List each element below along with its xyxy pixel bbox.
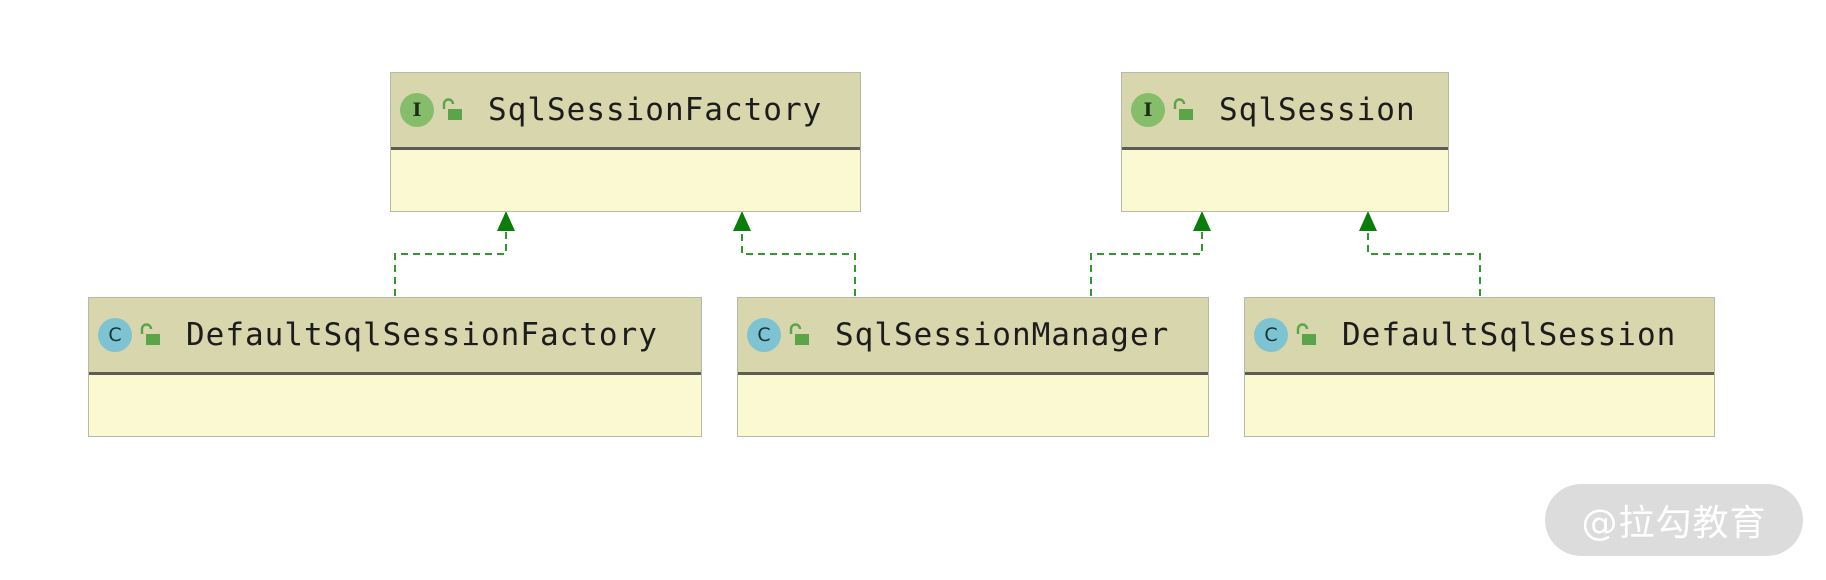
node-header: C DefaultSqlSession [1245,298,1714,375]
node-defaultsqlsessionfactory[interactable]: C DefaultSqlSessionFactory [88,297,702,437]
arrowhead [1359,211,1377,231]
class-badge-icon: C [1254,318,1288,352]
arrowhead [497,211,515,231]
unlocked-padlock-icon [140,323,160,345]
node-header: C DefaultSqlSessionFactory [89,298,701,375]
node-label: DefaultSqlSessionFactory [186,317,658,353]
edge-sqlsessionmanager-sqlsession [1090,211,1211,296]
arrowhead [1193,211,1211,231]
node-header: I SqlSessionFactory [391,73,860,150]
node-header: I SqlSession [1122,73,1448,150]
node-label: SqlSessionFactory [488,92,823,128]
interface-badge-icon: I [400,93,434,127]
unlocked-padlock-icon [442,98,462,120]
edge-defaultsqlsession-sqlsession [1359,211,1481,296]
node-sqlsessionfactory[interactable]: I SqlSessionFactory [390,72,861,212]
node-label: SqlSession [1219,92,1416,128]
unlocked-padlock-icon [1173,98,1193,120]
watermark-badge: @拉勾教育 [1545,484,1803,556]
node-header: C SqlSessionManager [738,298,1208,375]
edge-sqlsessionmanager-sqlsessionfactory [733,211,856,296]
edge-defaultsqlsessionfactory-sqlsessionfactory [394,211,515,296]
node-label: DefaultSqlSession [1342,317,1677,353]
watermark-text: @拉勾教育 [1581,503,1767,544]
unlocked-padlock-icon [789,323,809,345]
interface-badge-icon: I [1131,93,1165,127]
class-badge-icon: C [98,318,132,352]
class-badge-icon: C [747,318,781,352]
node-label: SqlSessionManager [835,317,1170,353]
node-defaultsqlsession[interactable]: C DefaultSqlSession [1244,297,1715,437]
unlocked-padlock-icon [1296,323,1316,345]
arrowhead [733,211,751,231]
node-sqlsessionmanager[interactable]: C SqlSessionManager [737,297,1209,437]
node-sqlsession[interactable]: I SqlSession [1121,72,1449,212]
